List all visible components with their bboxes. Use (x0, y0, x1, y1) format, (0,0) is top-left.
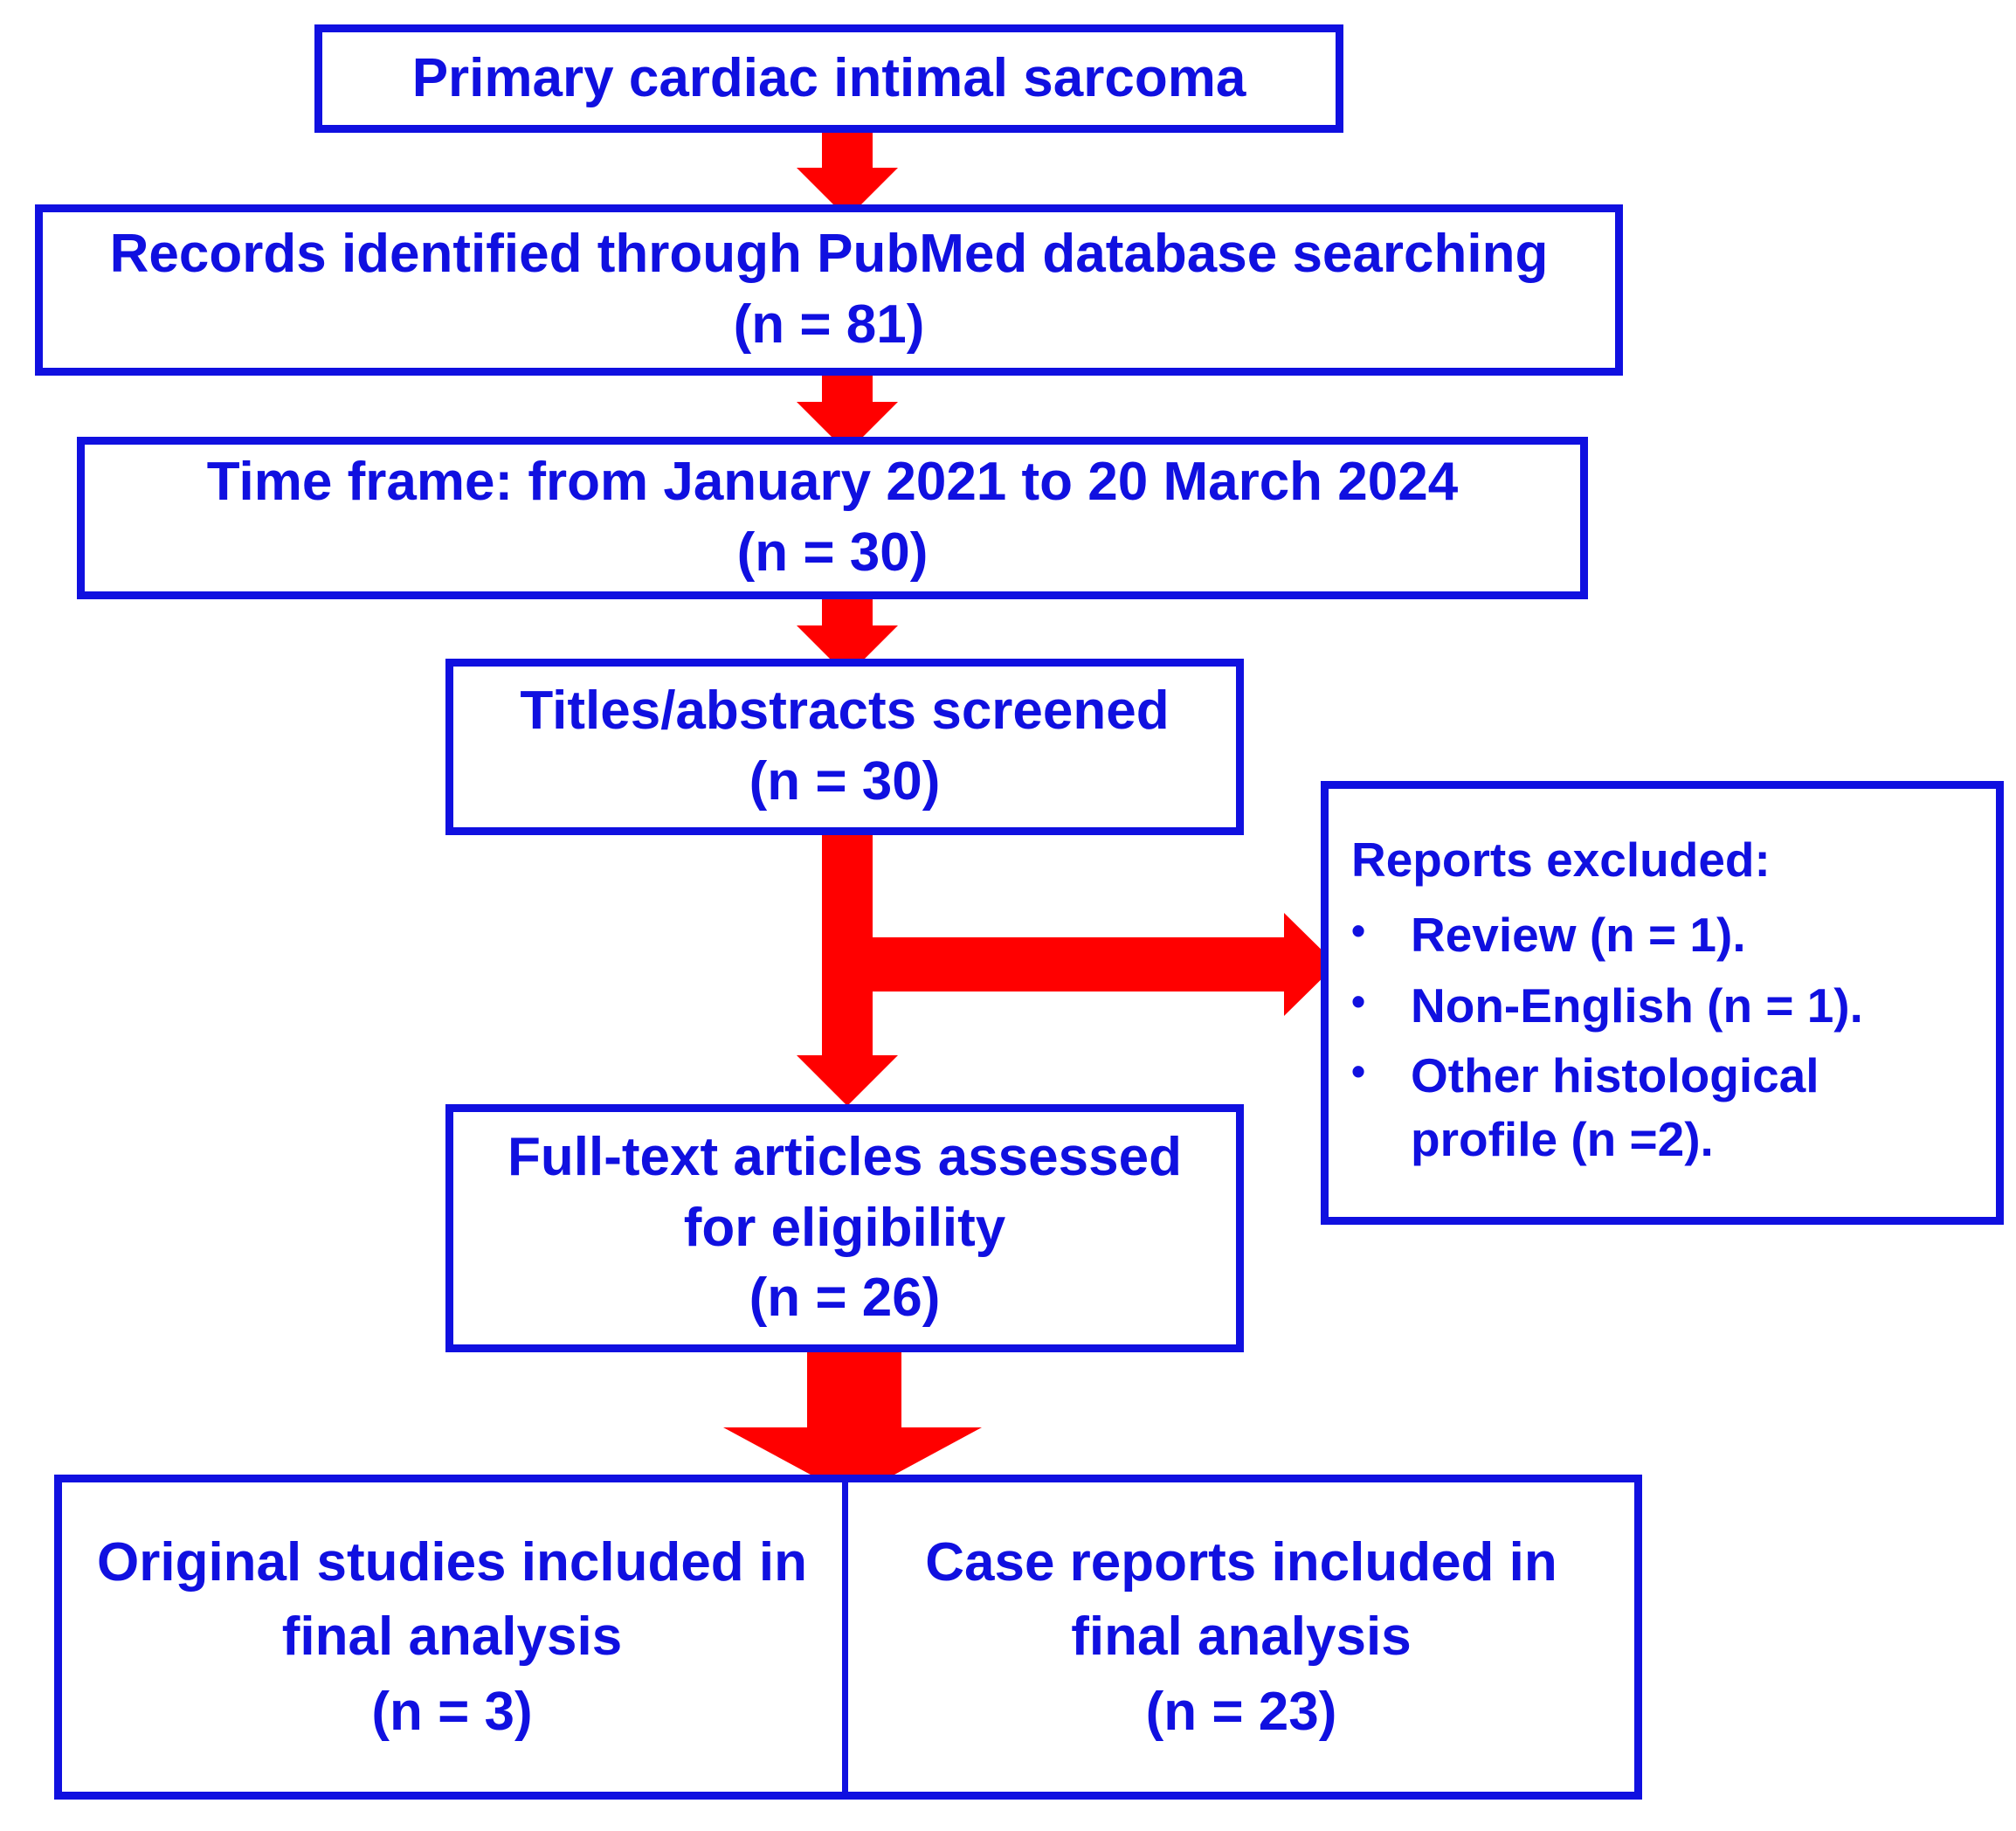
list-item-label: Other histological profile (n =2). (1411, 1044, 1984, 1171)
box-records-identified-line1: Records identified through PubMed databa… (109, 224, 1549, 285)
box-records-identified: Records identified through PubMed databa… (35, 204, 1623, 376)
list-item: • Review (n = 1). (1351, 903, 1984, 967)
arrow-topic-to-records-icon (786, 122, 908, 218)
box-time-frame: Time frame: from January 2021 to 20 Marc… (77, 437, 1588, 599)
list-item-label: Review (n = 1). (1411, 908, 1746, 963)
box-reports-excluded-title: Reports excluded: (1351, 832, 1771, 887)
box-full-text-assessed: Full-text articles assessed for eligibil… (445, 1104, 1244, 1352)
box-included-case-reports-count: (n = 23) (1145, 1681, 1337, 1742)
box-time-frame-count: (n = 30) (736, 522, 929, 583)
box-titles-abstracts-screened: Titles/abstracts screened (n = 30) (445, 659, 1244, 835)
box-titles-abstracts-screened-count: (n = 30) (749, 751, 941, 812)
box-full-text-assessed-line2: for eligibility (683, 1197, 1006, 1258)
box-included-original-line1: Original studies included in (97, 1531, 807, 1593)
list-item-label-line2: profile (n =2). (1411, 1111, 1714, 1166)
bullet-icon: • (1351, 908, 1366, 954)
bullet-icon: • (1351, 1048, 1366, 1095)
box-full-text-assessed-count: (n = 26) (749, 1268, 941, 1329)
arrow-screened-split-icon (786, 828, 1380, 1125)
box-included-original-line2: final analysis (281, 1606, 623, 1668)
box-full-text-assessed-line1: Full-text articles assessed (507, 1127, 1182, 1188)
list-item-label: Non-English (n = 1). (1411, 978, 1863, 1033)
list-item-label-line1: Other histological (1411, 1048, 1819, 1103)
box-reports-excluded: Reports excluded: • Review (n = 1). • No… (1321, 781, 2004, 1225)
box-included-case-reports-line1: Case reports included in (925, 1531, 1557, 1593)
box-included-original-studies: Original studies included in final analy… (62, 1482, 842, 1792)
box-included-studies: Original studies included in final analy… (54, 1475, 1642, 1800)
box-primary-topic-line1: Primary cardiac intimal sarcoma (411, 47, 1246, 108)
arrow-head-down (797, 1055, 898, 1106)
arrow-horizontal-shaft (860, 937, 1288, 992)
arrow-shaft (807, 1345, 901, 1433)
box-records-identified-count: (n = 81) (733, 294, 925, 355)
list-item: • Non-English (n = 1). (1351, 974, 1984, 1038)
box-included-case-reports: Case reports included in final analysis … (842, 1482, 1634, 1792)
list-item: • Other histological profile (n =2). (1351, 1044, 1984, 1171)
box-titles-abstracts-screened-line1: Titles/abstracts screened (520, 681, 1170, 742)
bullet-icon: • (1351, 978, 1366, 1024)
reports-excluded-list: • Review (n = 1). • Non-English (n = 1).… (1351, 896, 1984, 1178)
box-time-frame-line1: Time frame: from January 2021 to 20 Marc… (206, 452, 1459, 513)
box-included-original-count: (n = 3) (371, 1681, 533, 1742)
box-primary-topic: Primary cardiac intimal sarcoma (314, 24, 1343, 133)
box-included-case-reports-line2: final analysis (1071, 1606, 1412, 1668)
